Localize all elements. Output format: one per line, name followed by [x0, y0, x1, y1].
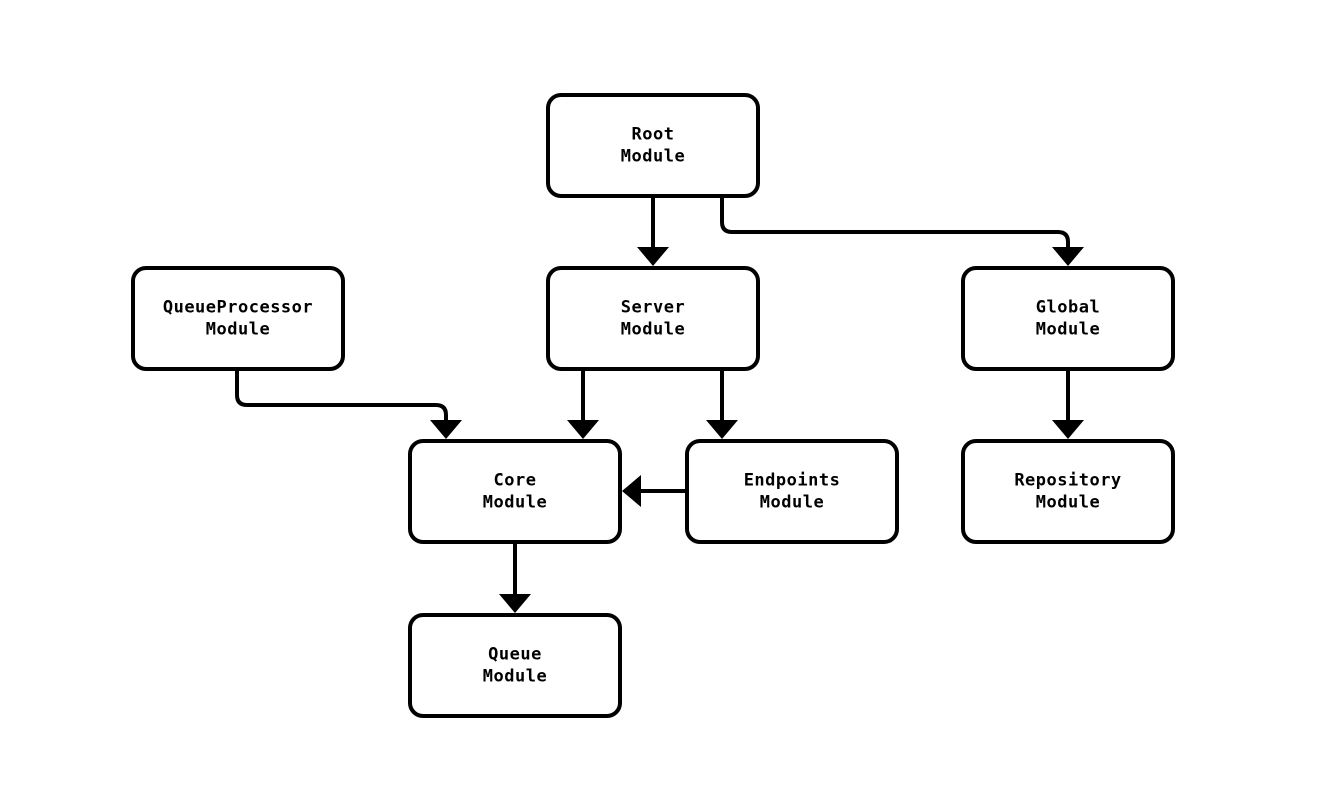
- arrowhead-queueprocessor-to-core: [430, 420, 462, 439]
- node-label-line2-queue: Module: [483, 667, 547, 687]
- edge-root-to-server: [637, 196, 669, 266]
- node-box-root[interactable]: [546, 93, 760, 198]
- node-label-line1-queue: Queue: [488, 645, 542, 665]
- edge-endpoints-to-core: [622, 475, 687, 507]
- edge-queueprocessor-to-core: [235, 369, 462, 439]
- node-label-line1-endpoints: Endpoints: [744, 471, 841, 491]
- node-box-queue[interactable]: [408, 613, 622, 718]
- node-box-server[interactable]: [546, 266, 760, 371]
- node-box-endpoints[interactable]: [685, 439, 899, 544]
- node-label-line1-queueprocessor: QueueProcessor: [163, 298, 313, 318]
- arrowhead-root-to-global: [1052, 247, 1084, 266]
- edge-core-to-queue: [499, 542, 531, 613]
- node-label-line2-global: Module: [1036, 320, 1100, 340]
- edge-line-root-to-global: [720, 196, 1070, 249]
- edge-server-to-core: [567, 369, 599, 439]
- node-box-global[interactable]: [961, 266, 1175, 371]
- nodes-layer: RootModuleQueueProcessorModuleServerModu…: [131, 93, 1175, 718]
- arrowhead-core-to-queue: [499, 594, 531, 613]
- node-label-line1-global: Global: [1036, 298, 1100, 318]
- node-box-core[interactable]: [408, 439, 622, 544]
- node-box-repository[interactable]: [961, 439, 1175, 544]
- edges-layer: [235, 196, 1084, 613]
- node-box-queueprocessor[interactable]: [131, 266, 345, 371]
- node-label-line2-endpoints: Module: [760, 493, 824, 513]
- node-label-line1-core: Core: [494, 471, 537, 491]
- node-label-line2-repository: Module: [1036, 493, 1100, 513]
- edge-root-to-global: [720, 196, 1084, 266]
- edge-server-to-endpoints: [706, 369, 738, 439]
- edge-global-to-repository: [1052, 369, 1084, 439]
- arrowhead-global-to-repository: [1052, 420, 1084, 439]
- edge-line-queueprocessor-to-core: [235, 369, 448, 422]
- node-label-line2-queueprocessor: Module: [206, 320, 270, 340]
- arrowhead-server-to-core: [567, 420, 599, 439]
- node-label-line2-core: Module: [483, 493, 547, 513]
- node-label-line1-repository: Repository: [1014, 471, 1121, 491]
- arrowhead-root-to-server: [637, 247, 669, 266]
- node-label-line2-server: Module: [621, 320, 685, 340]
- arrowhead-server-to-endpoints: [706, 420, 738, 439]
- node-label-line1-root: Root: [632, 125, 675, 145]
- node-label-line1-server: Server: [621, 298, 685, 318]
- arrowhead-endpoints-to-core: [622, 475, 641, 507]
- node-label-line2-root: Module: [621, 147, 685, 167]
